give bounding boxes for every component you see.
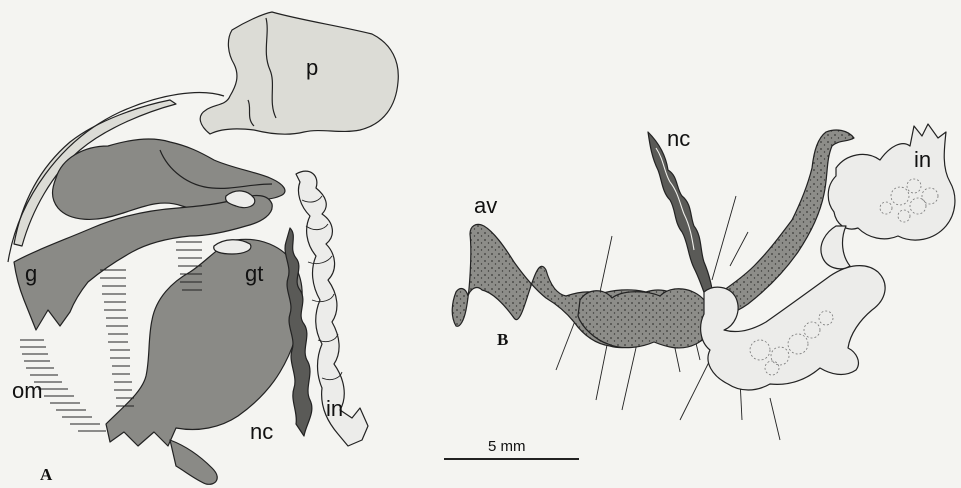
label-gt: gt [245,263,263,285]
label-nc-a: nc [250,421,273,443]
in-structure-b [828,124,955,240]
scale-bar-label: 5 mm [488,439,526,454]
gt-lower-lobe [170,440,217,484]
label-om: om [12,380,43,402]
small-tubule-2 [214,240,251,254]
label-av: av [474,195,497,217]
gt-structure [106,239,302,446]
panel-letter-b: B [497,331,508,348]
label-in-a: in [326,398,343,420]
in-b-stem [821,226,850,269]
om-row-2 [100,270,134,406]
p-structure [200,12,398,134]
label-g: g [25,263,37,285]
panel-b-drawing [452,124,955,440]
av-bulb [578,289,711,348]
nc-structure-b [648,132,714,304]
label-p: p [306,57,318,79]
panel-letter-a: A [40,466,52,483]
label-nc-b: nc [667,128,690,150]
label-in-b: in [914,149,931,171]
junction-mass [701,266,885,390]
